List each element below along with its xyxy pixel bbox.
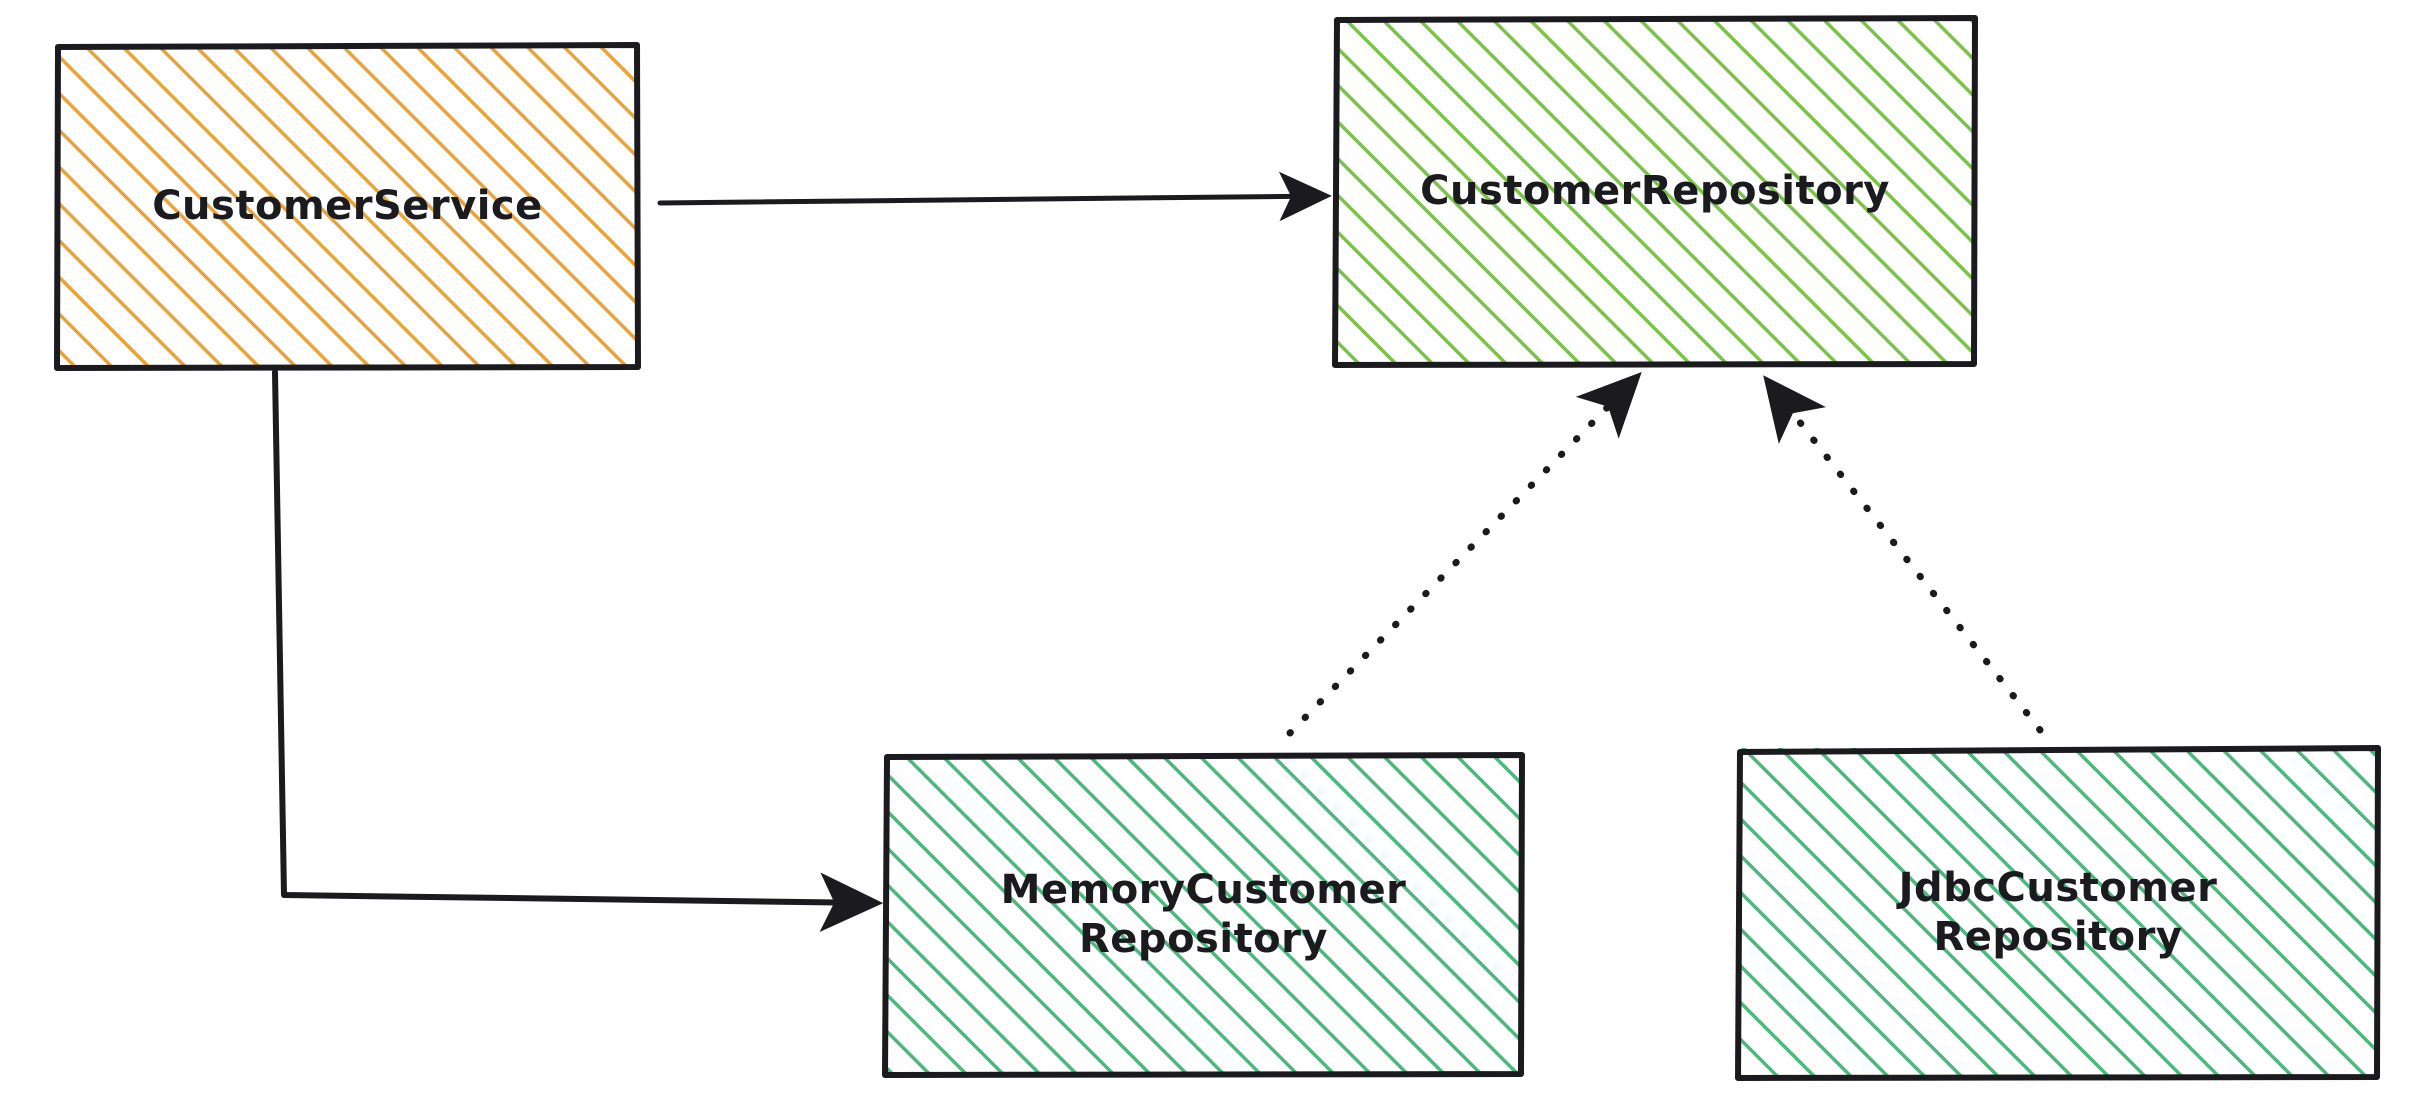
node-jdbc-customer-repository-fill <box>1738 748 2378 1078</box>
node-customer-service-fill <box>57 45 638 368</box>
node-customer-repository-fill <box>1335 18 1975 365</box>
edge-jdbc-implements-repository[interactable] <box>1763 375 2044 734</box>
node-customer-service[interactable] <box>54 42 641 371</box>
node-customer-repository[interactable] <box>1332 15 1978 368</box>
node-memory-customer-repository[interactable] <box>882 752 1525 1078</box>
node-memory-customer-repository-fill <box>885 755 1522 1075</box>
node-jdbc-customer-repository-border <box>1735 745 2381 1081</box>
node-customer-service-border <box>54 42 641 371</box>
edge-service-to-repository[interactable] <box>657 171 1332 222</box>
node-customer-repository-border <box>1332 15 1978 368</box>
node-jdbc-customer-repository[interactable] <box>1735 745 2381 1081</box>
edge-memory-implements-repository[interactable] <box>1286 372 1642 737</box>
edge-service-to-memory-repository[interactable] <box>272 369 884 932</box>
node-memory-customer-repository-border <box>882 752 1525 1078</box>
